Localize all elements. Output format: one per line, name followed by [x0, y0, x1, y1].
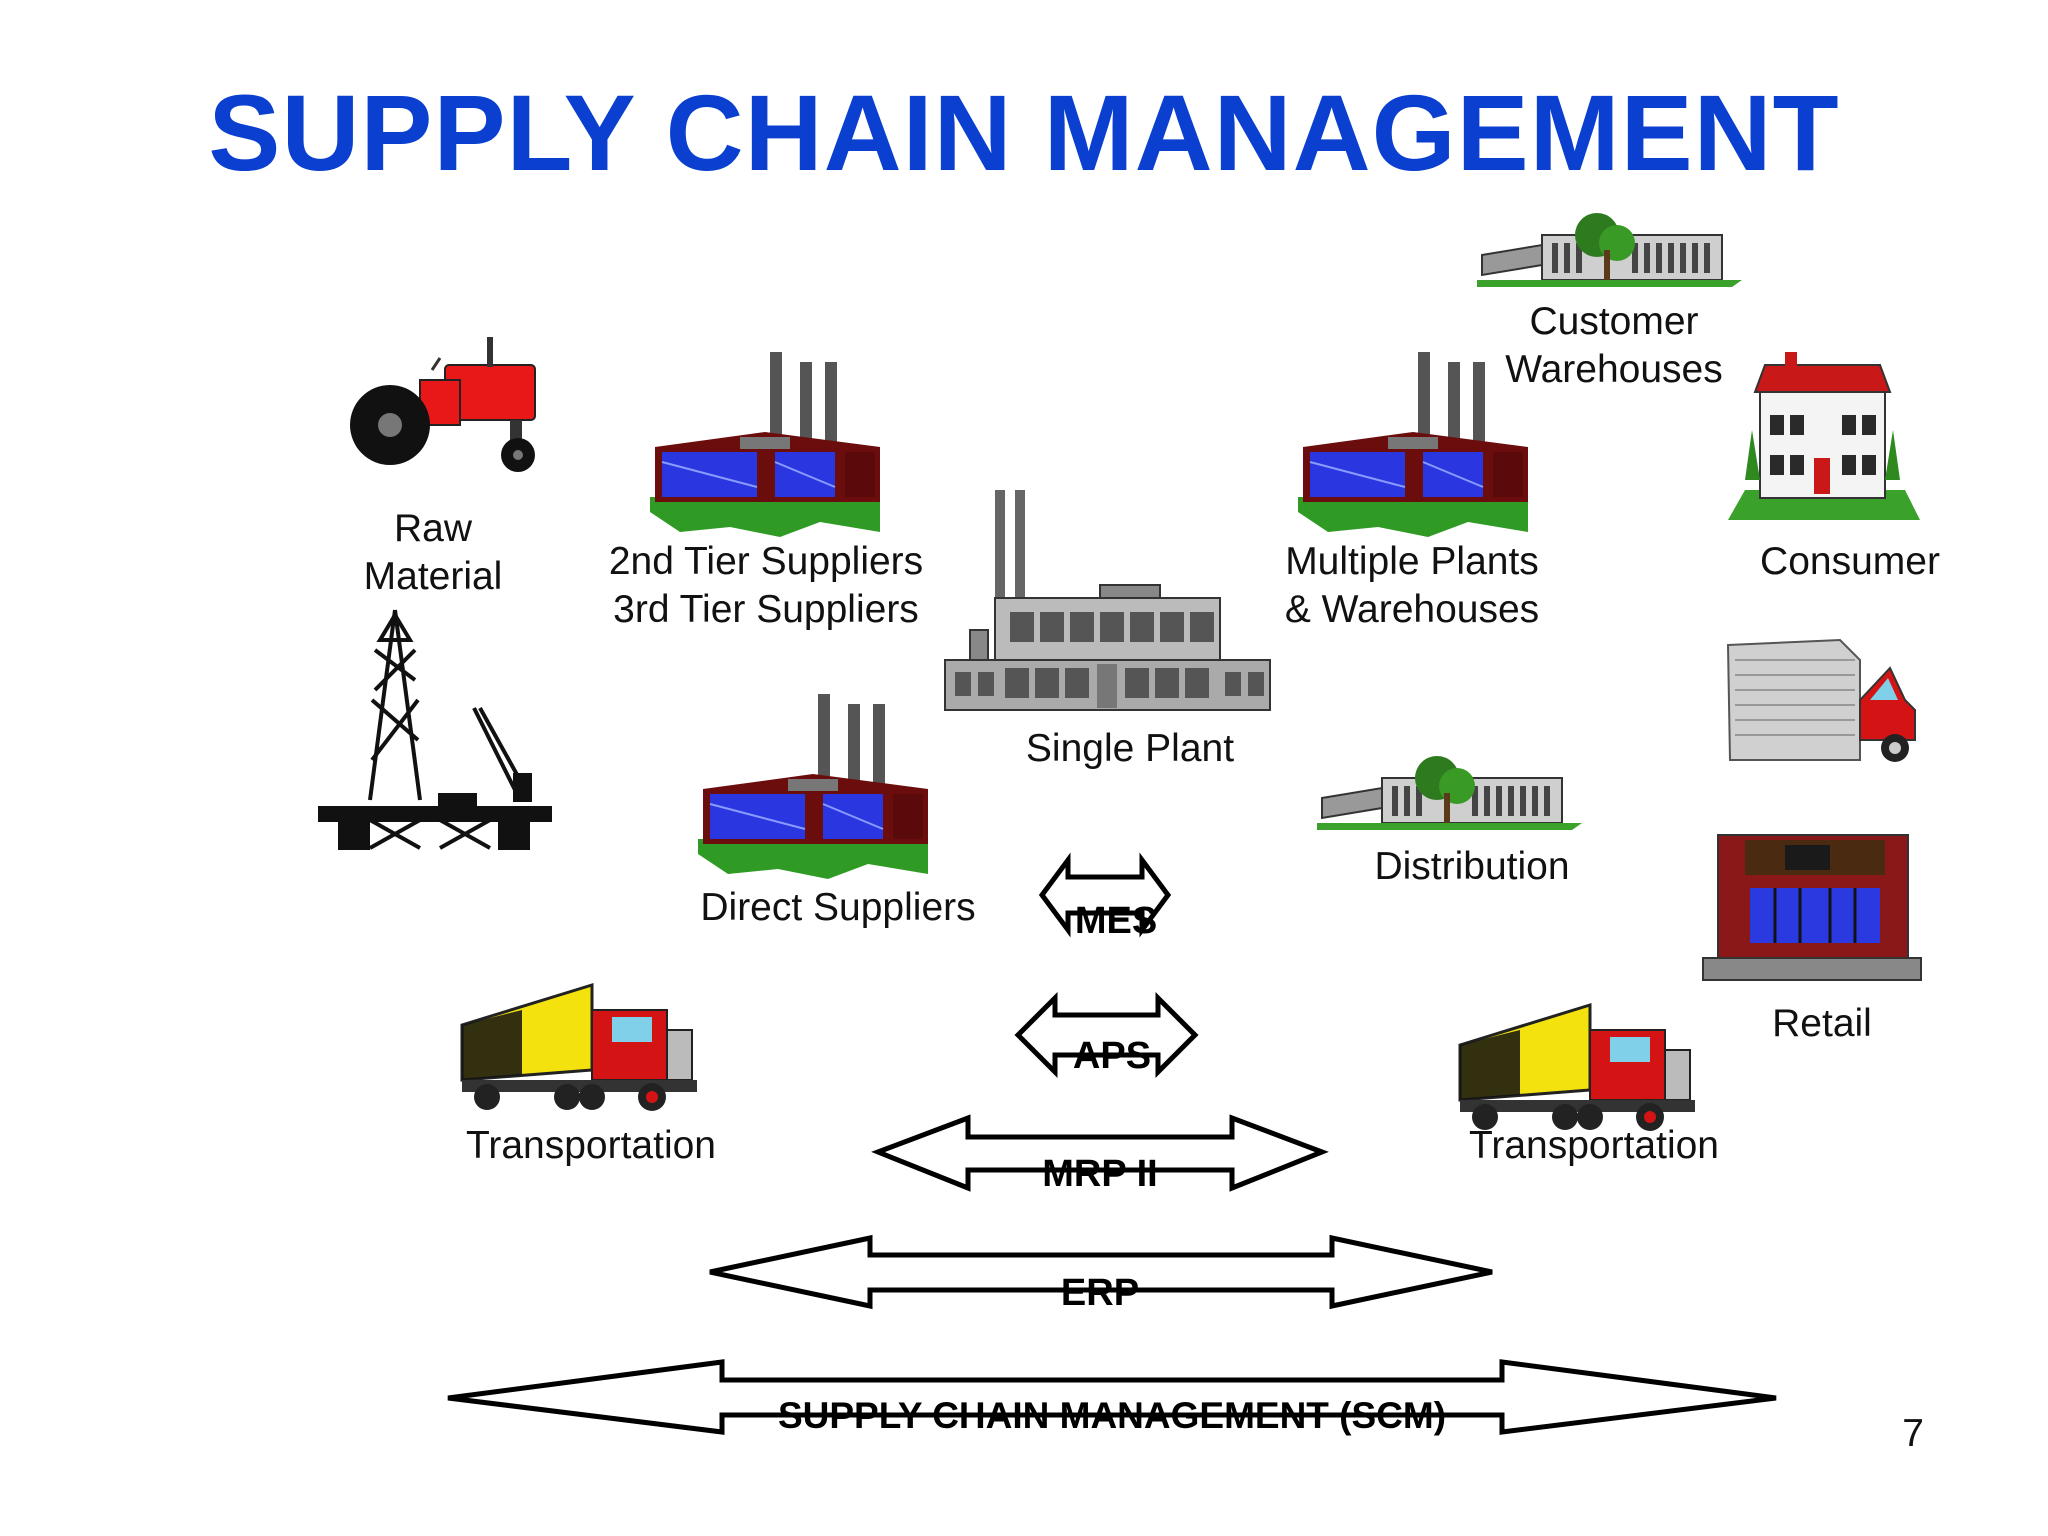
direct-suppliers-factory-icon	[697, 693, 929, 880]
mes-label: MES	[1075, 900, 1157, 942]
single-plant-icon	[944, 490, 1271, 711]
tier-suppliers-factory-icon	[649, 351, 881, 538]
multiple-plants-label: Multiple Plants & Warehouses	[1284, 540, 1540, 631]
distribution-label: Distribution	[1374, 845, 1570, 888]
scm-arrow	[447, 1359, 1777, 1435]
erp-arrow	[709, 1234, 1493, 1310]
page-number: 7	[1902, 1412, 1924, 1455]
raw-material-label: Raw Material	[363, 507, 503, 598]
oil-rig-icon	[318, 609, 552, 850]
distribution-building-icon	[1316, 755, 1583, 831]
single-plant-label: Single Plant	[1025, 727, 1235, 770]
transportation-right-label: Transportation	[1468, 1124, 1719, 1167]
tier-suppliers-label: 2nd Tier Suppliers 3rd Tier Suppliers	[608, 540, 924, 631]
page-title: SUPPLY CHAIN MANAGEMENT	[208, 72, 1840, 193]
truck-left-icon	[460, 983, 699, 1113]
aps-label: APS	[1073, 1035, 1151, 1077]
truck-right-icon	[1458, 1003, 1697, 1133]
mrp-arrow	[871, 1114, 1329, 1192]
aps-arrow	[1014, 991, 1199, 1079]
customer-warehouses-building-icon	[1476, 212, 1743, 288]
delivery-truck-icon	[1726, 638, 1916, 762]
erp-label: ERP	[1061, 1272, 1139, 1314]
tractor-icon	[350, 337, 536, 472]
direct-suppliers-label: Direct Suppliers	[700, 886, 976, 929]
retail-label: Retail	[1772, 1002, 1872, 1045]
retail-store-icon	[1702, 834, 1922, 981]
consumer-label: Consumer	[1760, 540, 1940, 583]
transportation-left-label: Transportation	[465, 1124, 716, 1167]
mrp-label: MRP II	[1042, 1153, 1157, 1195]
customer-warehouses-label: Customer Warehouses	[1505, 300, 1723, 391]
mes-arrow	[1038, 852, 1172, 938]
scm-label: SUPPLY CHAIN MANAGEMENT (SCM)	[778, 1395, 1446, 1436]
house-icon	[1728, 352, 1920, 520]
